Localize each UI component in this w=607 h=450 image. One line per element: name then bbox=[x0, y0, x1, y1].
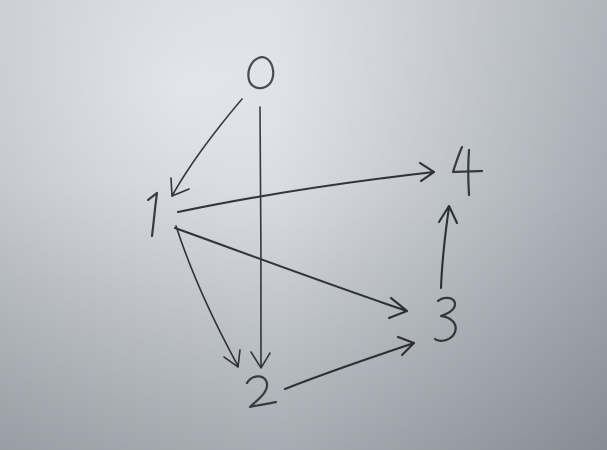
edge-0-to-2 bbox=[250, 106, 271, 369]
edge-1-to-3 bbox=[173, 226, 409, 320]
node-4: 4 bbox=[451, 145, 484, 197]
node-3-label: 3 bbox=[446, 319, 447, 321]
nodes: 0 1 2 3 4 bbox=[146, 55, 484, 409]
edge-1-to-2 bbox=[175, 225, 241, 368]
node-2-label: 2 bbox=[260, 391, 261, 393]
edge-1-to-4 bbox=[176, 161, 436, 214]
edge-3-to-4 bbox=[437, 204, 459, 290]
edge-0-to-1 bbox=[170, 98, 243, 197]
node-3: 3 bbox=[433, 296, 457, 342]
node-1: 1 bbox=[146, 191, 159, 238]
node-2: 2 bbox=[245, 375, 278, 409]
edges bbox=[170, 98, 459, 391]
node-0-label: 0 bbox=[260, 73, 261, 75]
node-1-label: 1 bbox=[152, 214, 153, 216]
edge-2-to-3 bbox=[283, 335, 416, 391]
node-0: 0 bbox=[247, 55, 275, 90]
